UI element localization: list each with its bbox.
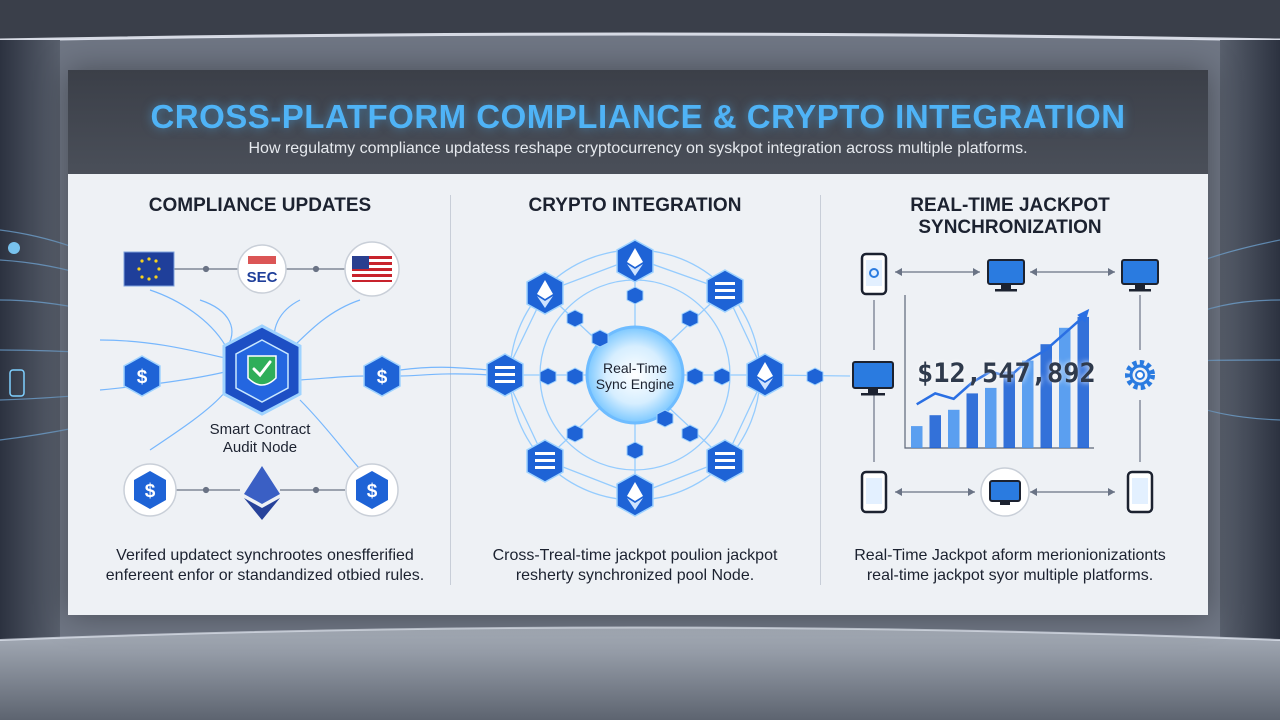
crypto-caption-line1: Cross-Treal-time jackpot poulion jackpot xyxy=(492,547,778,564)
solana-icon xyxy=(706,269,744,313)
svg-text:$: $ xyxy=(367,481,378,502)
audit-node-label-line2: Audit Node xyxy=(222,439,298,456)
jackpot-caption-line1: Real-Time Jackpot aform merionionization… xyxy=(854,547,1166,564)
chart-bar xyxy=(1059,327,1071,448)
svg-text:$: $ xyxy=(377,367,388,388)
svg-text:$: $ xyxy=(137,367,148,388)
jackpot-caption-line2: real-time jackpot syor multiple platform… xyxy=(866,567,1154,584)
ethereum-icon xyxy=(526,271,564,315)
jackpot-counter: $12,547,892 xyxy=(917,358,1096,389)
dollar-coin-icon: $ xyxy=(123,463,177,517)
monitor-icon xyxy=(980,467,1030,517)
monitor-icon xyxy=(852,361,894,396)
compliance-caption-line2: enfereent enfor or standandized otbied r… xyxy=(105,567,425,584)
chart-bar xyxy=(1003,371,1015,448)
phone-icon xyxy=(860,252,888,296)
chart-bar xyxy=(1077,316,1089,448)
dollar-coin-icon: $ xyxy=(345,463,399,517)
column-divider-1 xyxy=(450,195,451,585)
gear-icon xyxy=(1125,360,1155,390)
sync-engine-label-line2: Sync Engine xyxy=(595,376,675,392)
solana-icon xyxy=(706,439,744,483)
crypto-caption-line2: resherty synchronized pool Node. xyxy=(515,567,755,584)
chart-bar xyxy=(948,409,960,449)
phone-icon xyxy=(1126,470,1154,514)
page-subtitle: How regulatmy compliance updatess reshap… xyxy=(248,140,1028,157)
compliance-caption-line1: Verifed updatect synchrootes onesfferifi… xyxy=(116,547,414,564)
dollar-coin-icon: $ xyxy=(363,355,401,397)
ethereum-icon xyxy=(746,353,784,397)
shield-check-icon xyxy=(222,324,302,416)
jackpot-title-line1: REAL-TIME JACKPOT xyxy=(910,195,1110,216)
solana-icon xyxy=(486,353,524,397)
ethereum-icon xyxy=(244,466,280,520)
phone-icon xyxy=(860,470,888,514)
us-flag-icon xyxy=(344,241,400,297)
chart-bar xyxy=(985,387,997,448)
eu-flag-icon xyxy=(123,251,175,287)
chart-bar xyxy=(1022,360,1034,448)
header-bar: CROSS-PLATFORM COMPLIANCE & CRYPTO INTEG… xyxy=(68,70,1208,174)
chart-bar xyxy=(911,426,923,448)
small-dollar-nodes xyxy=(539,286,824,460)
jackpot-bar-chart xyxy=(904,295,1094,449)
monitor-icon xyxy=(1121,259,1159,292)
chart-bar xyxy=(929,415,941,448)
sec-seal-icon: SEC xyxy=(237,244,287,294)
chart-trend-line xyxy=(916,315,1085,406)
svg-text:$: $ xyxy=(145,481,156,502)
page-title: CROSS-PLATFORM COMPLIANCE & CRYPTO INTEG… xyxy=(150,98,1126,135)
monitor-icon xyxy=(987,259,1025,292)
sync-engine-label-line1: Real-Time xyxy=(602,360,668,376)
ethereum-icon xyxy=(616,239,654,283)
chart-bar xyxy=(966,393,978,448)
dollar-coin-icon: $ xyxy=(123,355,161,397)
crypto-title: CRYPTO INTEGRATION xyxy=(528,195,742,216)
sec-seal-text: SEC xyxy=(247,269,278,286)
ethereum-icon xyxy=(616,473,654,517)
chart-bar xyxy=(1040,344,1052,448)
chart-trend-arrow xyxy=(1077,308,1090,323)
audit-node-label-line1: Smart Contract xyxy=(209,421,311,438)
compliance-title: COMPLIANCE UPDATES xyxy=(148,195,372,216)
jackpot-title-line2: SYNCHRONIZATION xyxy=(918,217,1102,238)
column-divider-2 xyxy=(820,195,821,585)
solana-icon xyxy=(526,439,564,483)
